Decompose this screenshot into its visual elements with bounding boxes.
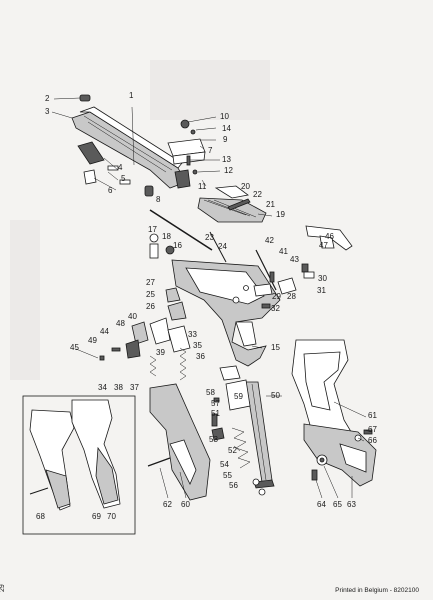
callout-36: 36 (196, 352, 205, 361)
callout-6: 6 (108, 186, 113, 195)
callout-25: 25 (146, 290, 155, 299)
callout-12: 12 (224, 166, 233, 175)
callout-30: 30 (318, 274, 327, 283)
callout-29: 29 (272, 292, 281, 301)
guide-rod (149, 209, 213, 251)
callout-49: 49 (88, 336, 97, 345)
callout-14: 14 (222, 124, 231, 133)
callout-32: 32 (271, 304, 280, 313)
callout-47: 47 (319, 241, 328, 250)
callout-42: 42 (265, 236, 274, 245)
callout-50: 50 (271, 391, 280, 400)
callout-4: 4 (118, 163, 123, 172)
page-number: 29 (0, 584, 6, 592)
callout-43: 43 (290, 255, 299, 264)
callout-20: 20 (241, 182, 250, 191)
leader-lines (51, 97, 373, 499)
callout-1: 1 (129, 91, 134, 100)
callout-64: 64 (317, 500, 326, 509)
callout-54: 54 (220, 460, 229, 469)
callout-19: 19 (276, 210, 285, 219)
callout-10: 10 (220, 112, 229, 121)
callout-39: 39 (156, 348, 165, 357)
callout-28: 28 (287, 292, 296, 301)
callout-3: 3 (45, 107, 50, 116)
callout-8: 8 (156, 195, 161, 204)
callout-67: 67 (368, 425, 377, 434)
callout-31: 31 (317, 286, 326, 295)
callout-68: 68 (36, 512, 45, 521)
left-grip-panel (147, 383, 211, 501)
callout-52: 52 (228, 446, 237, 455)
callout-58: 58 (206, 388, 215, 397)
callout-2: 2 (45, 94, 50, 103)
callout-5: 5 (121, 174, 126, 183)
callout-69: 69 (92, 512, 101, 521)
callout-16: 16 (173, 241, 182, 250)
callout-62: 62 (163, 500, 172, 509)
callout-63: 63 (347, 500, 356, 509)
grip-screws (211, 365, 266, 496)
callout-66: 66 (368, 436, 377, 445)
callout-9: 9 (223, 135, 228, 144)
callout-7: 7 (208, 146, 213, 155)
callout-41: 41 (279, 247, 288, 256)
callout-38: 38 (114, 383, 123, 392)
callout-56: 56 (229, 481, 238, 490)
callout-59: 59 (234, 392, 243, 401)
right-small-parts (149, 225, 353, 309)
callout-57: 57 (211, 399, 220, 408)
frame (171, 259, 281, 367)
callout-70: 70 (107, 512, 116, 521)
upper-block (197, 185, 267, 223)
callout-44: 44 (100, 327, 109, 336)
callout-51: 51 (211, 409, 220, 418)
callout-48: 48 (116, 319, 125, 328)
callout-35: 35 (193, 341, 202, 350)
callout-22: 22 (253, 190, 262, 199)
callout-37: 37 (130, 383, 139, 392)
bleed-through-ghost (10, 60, 270, 380)
callout-53: 53 (209, 435, 218, 444)
callout-18: 18 (162, 232, 171, 241)
callout-65: 65 (333, 500, 342, 509)
slide-assembly (71, 94, 191, 197)
callout-55: 55 (223, 471, 232, 480)
callout-33: 33 (188, 330, 197, 339)
trigger-parts (99, 287, 191, 361)
callout-40: 40 (128, 312, 137, 321)
callout-13: 13 (222, 155, 231, 164)
callout-24: 24 (218, 242, 227, 251)
callout-61: 61 (368, 411, 377, 420)
callout-15: 15 (271, 343, 280, 352)
inset-alternate-grips (22, 395, 136, 535)
callout-46: 46 (325, 232, 334, 241)
callout-34: 34 (98, 383, 107, 392)
printed-in-footer: Printed in Belgium - 8202100 (335, 587, 419, 594)
magazine (245, 381, 275, 489)
callout-21: 21 (266, 200, 275, 209)
callout-17: 17 (148, 225, 157, 234)
callout-27: 27 (146, 278, 155, 287)
callout-11: 11 (198, 182, 207, 191)
callout-23: 23 (205, 233, 214, 242)
callout-60: 60 (181, 500, 190, 509)
callout-45: 45 (70, 343, 79, 352)
callout-26: 26 (146, 302, 155, 311)
right-grip-panel (291, 339, 357, 447)
springs (149, 347, 251, 469)
